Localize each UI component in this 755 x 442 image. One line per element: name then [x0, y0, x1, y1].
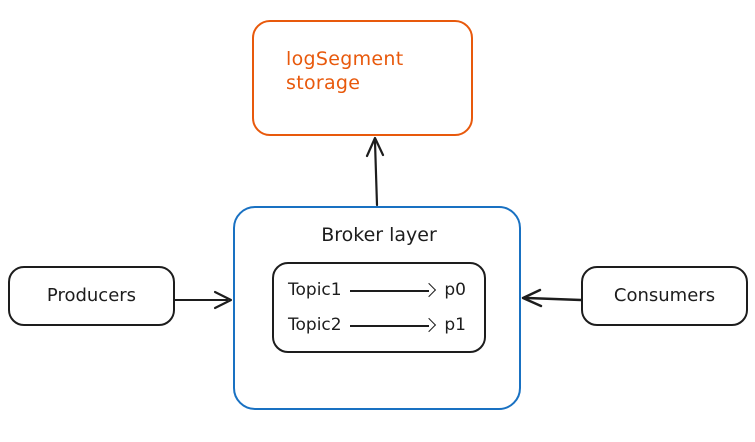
topic-row: Topic2 p1 — [288, 310, 474, 340]
broker-layer-label: Broker layer — [321, 224, 437, 246]
edge-producers-to-broker — [173, 290, 233, 310]
producers-label: Producers — [46, 284, 137, 306]
arrow-right-icon — [348, 318, 439, 332]
edge-consumers-to-broker — [521, 288, 583, 308]
logsegment-storage-label: logSegment storage — [286, 48, 404, 94]
node-topics-container[interactable]: Topic1 p0 Topic2 p1 — [272, 262, 486, 353]
consumers-label: Consumers — [613, 284, 716, 306]
node-logsegment-storage[interactable]: logSegment storage — [252, 20, 473, 136]
topic-partition: p0 — [444, 280, 466, 300]
arrow-right-icon — [348, 283, 439, 297]
node-consumers[interactable]: Consumers — [581, 266, 748, 326]
topic-name: Topic2 — [288, 315, 342, 335]
edge-broker-to-storage — [365, 136, 385, 207]
topic-row: Topic1 p0 — [288, 275, 474, 305]
topic-name: Topic1 — [288, 280, 342, 300]
topic-partition: p1 — [444, 315, 466, 335]
node-producers[interactable]: Producers — [8, 266, 175, 326]
